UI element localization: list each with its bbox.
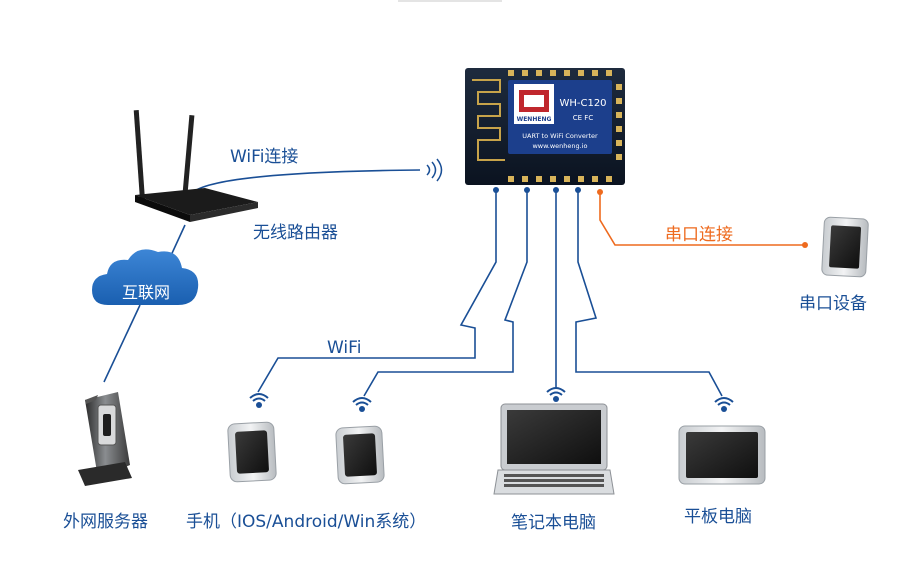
line-tablet [575, 190, 723, 397]
cloud-server-line [103, 304, 141, 383]
phone-label: 手机（IOS/Android/Win系统） [186, 512, 427, 532]
tablet-label: 平板电脑 [684, 507, 752, 527]
laptop-icon [493, 403, 615, 495]
line-phone2 [363, 190, 528, 397]
module-url: www.wenheng.io [532, 142, 587, 150]
module-port-dots [493, 187, 808, 248]
wifi-label: WiFi [327, 338, 362, 358]
phone-1-icon [227, 421, 277, 483]
wifi-icon-phone1 [249, 393, 269, 408]
phone-2-icon [335, 425, 385, 485]
module-marks: CE FC [573, 114, 594, 122]
server-label: 外网服务器 [63, 512, 148, 532]
internet-label: 互联网 [121, 283, 171, 302]
line-phone1 [257, 190, 497, 393]
connection-lines [103, 169, 805, 397]
wh-c120-module: WENHENG WH-C120 CE FC UART to WiFi Conve… [465, 68, 625, 185]
serial-device-icon [821, 216, 869, 278]
server-icon [78, 392, 132, 486]
serial-connection-label: 串口连接 [665, 225, 733, 245]
line-serial [599, 192, 805, 246]
router-label: 无线路由器 [253, 223, 338, 243]
wifi-connection-label: WiFi连接 [230, 147, 299, 167]
wifi-icon-laptop [546, 387, 566, 402]
router-icon [133, 110, 258, 222]
wifi-icon-tablet [714, 397, 734, 412]
tablet-icon [678, 425, 766, 485]
wifi-icon-phone2 [352, 397, 372, 412]
module-brand: WENHENG [517, 116, 552, 123]
module-model: WH-C120 [559, 98, 606, 109]
wifi-link-line [191, 169, 421, 194]
module-desc: UART to WiFi Converter [522, 132, 598, 140]
laptop-label: 笔记本电脑 [511, 513, 596, 533]
serial-device-label: 串口设备 [799, 294, 867, 314]
wifi-signal-icon [426, 158, 443, 182]
internet-cloud-icon [92, 249, 199, 305]
